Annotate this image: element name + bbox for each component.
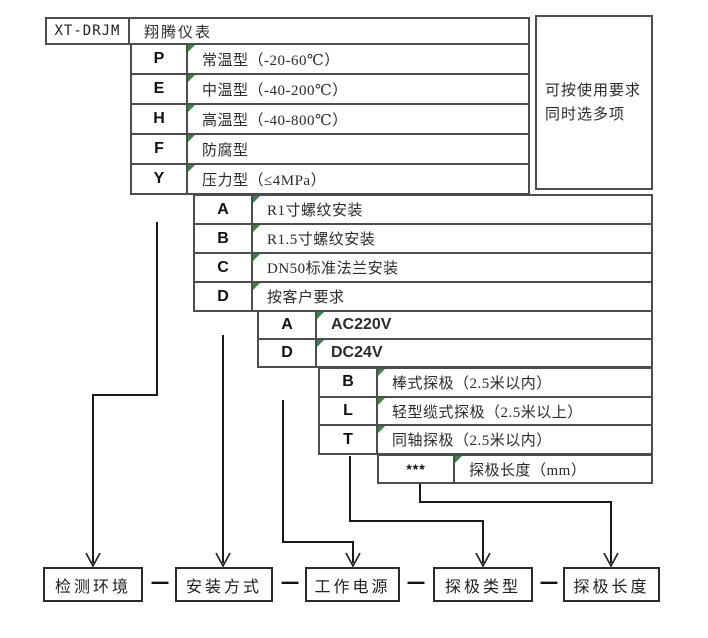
option-row: B 棒式探极（2.5米以内） [320,369,651,398]
multi-select-note: 可按使用要求 同时选多项 [535,15,653,190]
option-row: E 中温型（-40-200℃） [132,75,528,105]
code-cell: D [259,340,317,366]
desc-cell: DC24V [317,340,651,366]
note-line-2: 同时选多项 [545,106,626,123]
bottom-label-installation: 安装方式 [175,567,273,602]
option-row: D 按客户要求 [195,283,651,310]
arrowhead-installation [215,552,231,568]
bottom-label-probe-length: 探极长度 [563,567,660,602]
dash-separator: — [150,571,170,593]
code-cell: B [320,369,378,396]
brand-cell: 翔腾仪表 [144,24,213,41]
code-cell: *** [379,456,455,482]
code-cell: H [132,105,188,133]
desc-cell: 压力型（≤4MPa） [188,165,528,193]
probe-length-table: *** 探极长度（mm） [377,454,653,484]
code-cell: L [320,397,378,425]
desc-cell: AC220V [317,312,651,338]
code-cell: E [132,75,188,103]
dash-separator: — [539,571,559,593]
option-row: C DN50标准法兰安装 [195,254,651,283]
option-row: A AC220V [259,312,651,340]
desc-cell: R1寸螺纹安装 [253,196,651,223]
desc-cell: 按客户要求 [253,283,651,310]
option-row: *** 探极长度（mm） [379,456,651,482]
dash-separator: — [280,571,300,593]
option-row: A R1寸螺纹安装 [195,196,651,225]
power-table: A AC220V D DC24V [257,310,653,368]
model-code-cell: XT-DRJM [47,19,130,43]
option-row: H 高温型（-40-800℃） [132,105,528,135]
code-cell: A [195,196,253,223]
connector-probe-length [419,483,612,563]
desc-cell: 探极长度（mm） [455,456,651,482]
desc-cell: DN50标准法兰安装 [253,254,651,281]
code-cell: P [132,45,188,73]
environment-table: P 常温型（-20-60℃） E 中温型（-40-200℃） H 高温型（-40… [130,43,530,195]
option-row: F 防腐型 [132,135,528,165]
bottom-label-environment: 检测环境 [43,567,143,602]
desc-cell: 高温型（-40-800℃） [188,105,528,133]
desc-cell: 中温型（-40-200℃） [188,75,528,103]
note-line-1: 可按使用要求 [545,82,642,99]
option-row: B R1.5寸螺纹安装 [195,225,651,254]
code-cell: Y [132,165,188,193]
bottom-label-power: 工作电源 [305,567,400,602]
desc-cell: 轻型缆式探极（2.5米以上） [378,397,651,425]
probe-type-table: B 棒式探极（2.5米以内） L 轻型缆式探极（2.5米以上） T 同轴探极（2… [318,367,653,455]
option-row: Y 压力型（≤4MPa） [132,165,528,193]
arrowhead-environment [85,552,101,568]
desc-cell: 同轴探极（2.5米以内） [378,426,651,453]
installation-table: A R1寸螺纹安装 B R1.5寸螺纹安装 C DN50标准法兰安装 D 按客户… [193,194,653,312]
desc-cell: 防腐型 [188,135,528,163]
arrowhead-probe-type [475,552,491,568]
bottom-label-probe-type: 探极类型 [433,567,533,602]
code-cell: D [195,283,253,310]
option-row: L 轻型缆式探极（2.5米以上） [320,397,651,427]
code-cell: F [132,135,188,163]
model-header-row: XT-DRJM 翔腾仪表 [45,17,530,45]
desc-cell: 常温型（-20-60℃） [188,45,528,73]
code-cell: A [259,312,317,338]
desc-cell: R1.5寸螺纹安装 [253,225,651,252]
arrowhead-probe-length [603,552,619,568]
dash-separator: — [406,571,426,593]
arrowhead-power [345,552,361,568]
connector-environment [92,222,158,563]
code-cell: B [195,225,253,252]
option-row: P 常温型（-20-60℃） [132,45,528,75]
code-cell: C [195,254,253,281]
option-row: D DC24V [259,340,651,366]
desc-cell: 棒式探极（2.5米以内） [378,369,651,396]
code-cell: T [320,426,378,454]
option-row: T 同轴探极（2.5米以内） [320,426,651,454]
